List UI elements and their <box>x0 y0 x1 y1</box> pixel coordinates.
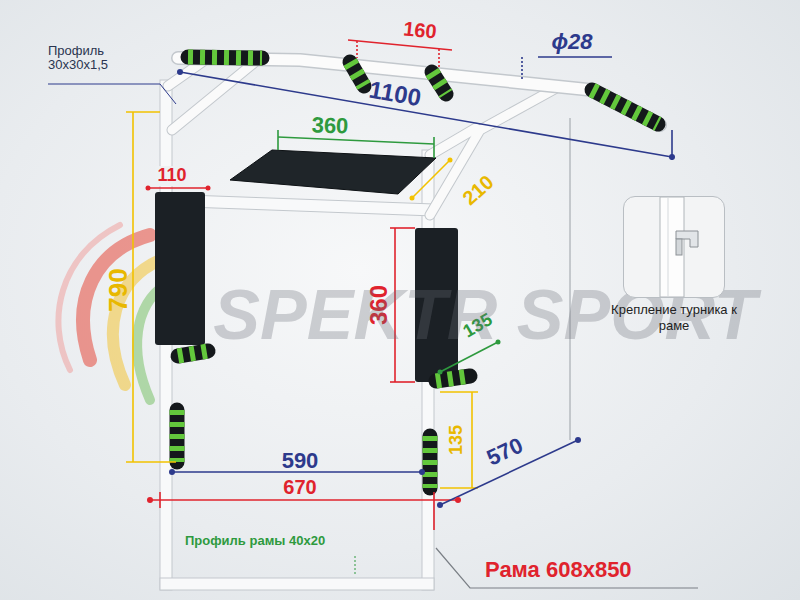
dimension: 360 <box>311 113 349 138</box>
profile-note: Профиль 30x30x1,5 <box>48 44 143 73</box>
frame-profile-note: Профиль рамы 40x20 <box>185 534 325 548</box>
dimension: 570 <box>483 433 527 470</box>
dimension: 110 <box>155 166 188 186</box>
inset-picture <box>623 196 725 298</box>
grips <box>177 57 658 488</box>
frame-size-note: Рама 608x850 <box>485 558 632 582</box>
dimension: 790 <box>104 268 133 311</box>
bracket-detail <box>624 197 724 297</box>
inset-caption: Крепление турника к раме <box>606 302 742 335</box>
back-pad <box>155 192 205 345</box>
dimension: 210 <box>458 171 498 210</box>
logo-swoosh <box>58 225 165 400</box>
dimension: 590 <box>282 449 319 473</box>
shelf <box>230 150 436 194</box>
pullup-tube <box>178 58 660 125</box>
inset-detail: Крепление турника к раме <box>606 196 742 335</box>
dimension: 160 <box>402 17 437 42</box>
dimension: 1100 <box>367 76 423 111</box>
diameter: ϕ28 <box>551 30 592 54</box>
dimension: 135 <box>447 425 467 455</box>
dimension: 670 <box>283 476 316 498</box>
